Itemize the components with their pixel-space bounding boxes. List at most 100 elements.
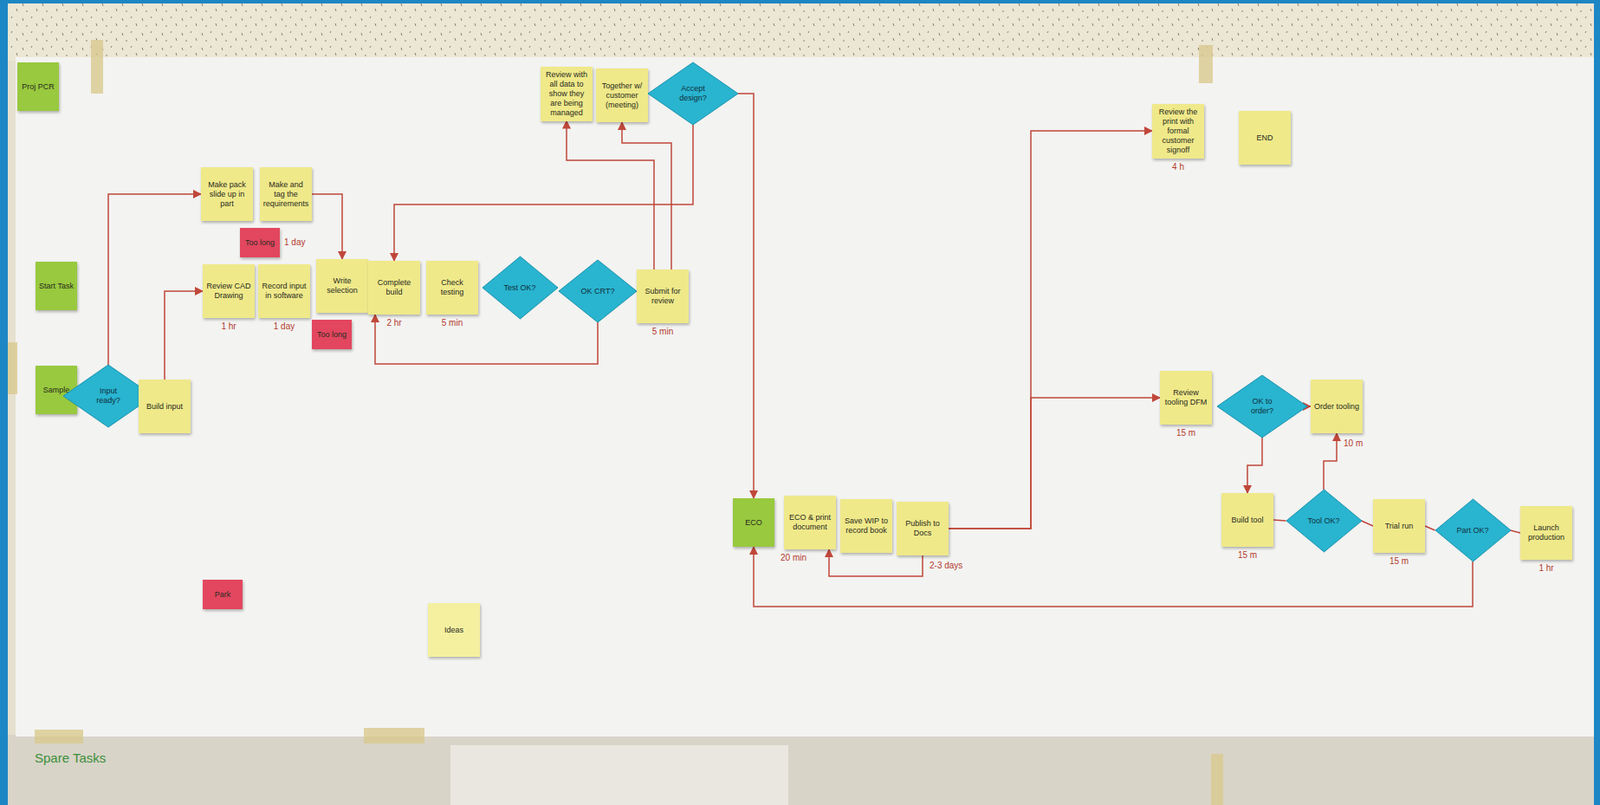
note-text: Complete build xyxy=(370,278,418,298)
start-note: Sample xyxy=(35,365,78,415)
process-note: Review the print with formal customer si… xyxy=(1152,103,1205,159)
decision-diamond: Test OK? xyxy=(482,256,558,319)
time-note: 1 hr xyxy=(1538,563,1554,574)
time-note: 15 m xyxy=(1237,550,1257,561)
process-note: ECO & print document xyxy=(783,495,836,550)
flow-arrow xyxy=(948,397,1160,529)
time-note: 1 hr xyxy=(220,321,236,332)
process-note: Complete build xyxy=(368,260,421,315)
idea-note: Ideas xyxy=(427,602,480,657)
decision-label: Tool OK? xyxy=(1307,516,1340,526)
process-note: Submit for review xyxy=(636,269,689,324)
note-text: Build input xyxy=(146,401,183,412)
decision-text: Test OK? xyxy=(503,283,536,293)
note-text: Too long xyxy=(317,330,347,340)
flow-arrow xyxy=(1247,437,1263,493)
flow-arrow xyxy=(164,291,203,380)
decision-text: Input ready? xyxy=(88,386,129,406)
note-text: Save WIP to record book xyxy=(842,516,890,536)
ceiling-tile xyxy=(0,0,1600,61)
time-note: 2-3 days xyxy=(929,560,963,571)
flow-arrow xyxy=(621,122,672,270)
note-text: Record input in software xyxy=(260,281,308,301)
decision-label: Accept design? xyxy=(673,84,713,104)
diamond-shape xyxy=(482,256,558,319)
note-text: Review the print with formal customer si… xyxy=(1154,107,1202,156)
note-text: Sample xyxy=(43,385,71,396)
flow-arrow xyxy=(311,194,343,260)
note-text: END xyxy=(1256,133,1273,143)
frame-edge xyxy=(0,0,8,805)
process-note: Trial run xyxy=(1373,498,1426,553)
process-note: Review CAD Drawing xyxy=(202,264,255,318)
paper-sheet xyxy=(15,57,1600,737)
frame-edge xyxy=(0,0,1600,4)
time-note: 15 m xyxy=(1389,556,1409,567)
note-text: Order tooling xyxy=(1314,401,1360,412)
start-note: Start Task xyxy=(35,261,78,311)
note-text: Review with all data to show they are be… xyxy=(543,70,590,118)
lower-sheet xyxy=(450,744,789,805)
tape xyxy=(34,729,84,744)
process-note: Publish to Docs xyxy=(896,501,949,556)
flow-arrow xyxy=(1510,530,1522,533)
note-text: Make pack slide up in part xyxy=(203,180,251,209)
time-note: 15 m xyxy=(1176,427,1196,439)
decision-text: Part OK? xyxy=(1456,525,1489,536)
issue-note: Too long xyxy=(239,227,280,258)
flow-arrow xyxy=(108,194,201,365)
note-text: Make and tag the requirements xyxy=(262,180,310,209)
time-note: 10 m xyxy=(1343,438,1363,449)
decision-diamond: Part OK? xyxy=(1435,498,1511,562)
wall-note: Spare Tasks xyxy=(34,750,106,766)
note-text: ECO & print document xyxy=(786,512,834,532)
process-note: Record input in software xyxy=(258,264,311,318)
flow-arrow xyxy=(1323,433,1337,490)
decision-label: Test OK? xyxy=(503,283,536,293)
diamond-shape xyxy=(1435,498,1511,562)
flow-arrow xyxy=(1273,519,1287,521)
process-note: Write selection xyxy=(316,259,369,313)
note-text: Build tool xyxy=(1230,515,1264,525)
decision-text: OK to order? xyxy=(1242,396,1283,416)
process-note: Save WIP to record book xyxy=(840,498,893,553)
diamond-shape xyxy=(1286,489,1362,552)
flow-arrow xyxy=(1425,525,1436,531)
issue-note: Too long xyxy=(311,319,352,350)
tape xyxy=(1211,753,1224,805)
time-note: 1 day xyxy=(284,237,305,248)
decision-text: Tool OK? xyxy=(1307,516,1340,526)
note-text: Ideas xyxy=(444,625,464,635)
process-note: Together w/ customer (meeting) xyxy=(595,68,648,123)
frame-edge xyxy=(1593,0,1600,805)
note-text: Review CAD Drawing xyxy=(205,281,253,301)
decision-diamond: OK CRT? xyxy=(558,259,637,323)
decision-text: OK CRT? xyxy=(581,286,616,297)
process-note: END xyxy=(1238,110,1291,165)
flow-arrow xyxy=(948,130,1153,529)
note-text: Review tooling DFM xyxy=(1162,388,1210,408)
time-note: 1 day xyxy=(273,321,295,332)
note-text: Launch production xyxy=(1522,523,1570,543)
flow-arrow xyxy=(753,546,1473,607)
decision-text: Accept design? xyxy=(673,84,713,104)
time-note: 4 h xyxy=(1172,161,1185,173)
flow-arrow xyxy=(375,314,598,364)
note-text: Start Task xyxy=(38,281,74,292)
note-text: Publish to Docs xyxy=(899,518,946,538)
note-text: Park xyxy=(214,589,232,600)
diamond-shape xyxy=(558,259,637,323)
process-note: Review with all data to show they are be… xyxy=(540,66,593,122)
note-text: Submit for review xyxy=(639,286,687,306)
time-note: 5 min xyxy=(652,326,674,337)
process-note: Make and tag the requirements xyxy=(259,167,312,221)
diamond-shape xyxy=(1217,375,1308,438)
lower-wall xyxy=(0,734,1600,805)
note-text: Together w/ customer (meeting) xyxy=(598,81,646,111)
tape xyxy=(6,342,18,395)
flow-arrow xyxy=(1361,520,1374,526)
decision-label: OK CRT? xyxy=(581,286,616,297)
start-note: Proj PCR xyxy=(17,62,59,111)
process-note: Launch production xyxy=(1520,505,1573,560)
